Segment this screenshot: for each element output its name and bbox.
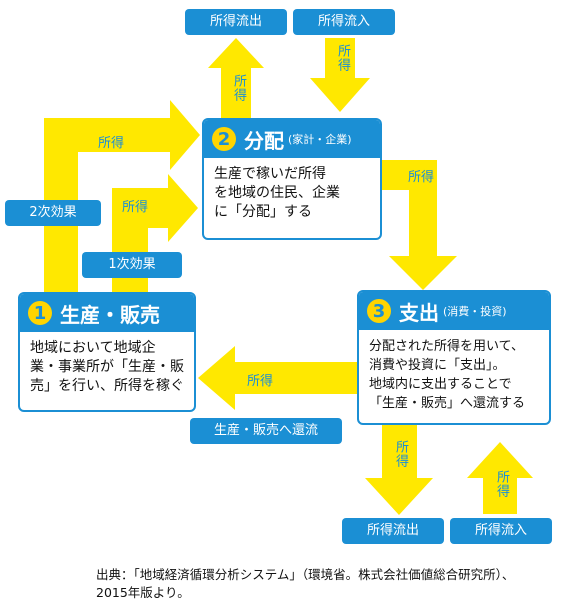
inflow-pill-bottom: 所得流入 [450,518,552,544]
income-label: 所得 [247,374,274,389]
expenditure-header: 3 支出 (消費・投資) [359,292,549,330]
distribution-header: 2 分配 (家計・企業) [204,120,380,158]
step-number-badge: 3 [367,299,391,323]
distribution-box: 2 分配 (家計・企業) 生産で稼いだ所得 を地域の住民、企業 に「分配」する [202,118,382,240]
production-box: 1 生産・販売 地域において地域企 業・事業所が「生産・販 売」を行い、所得を稼… [18,292,196,412]
distribution-description: 生産で稼いだ所得 を地域の住民、企業 に「分配」する [214,166,340,220]
step-number-badge: 2 [212,127,236,151]
return-arrow [198,346,357,410]
outflow-arrow-bottom [365,415,433,515]
income-label: 所得 [494,470,509,498]
inflow-arrow-bottom [467,442,533,514]
secondary-effect-arrow [44,100,200,292]
outflow-arrow-top [208,38,264,118]
inflow-arrow-top [310,38,370,112]
distribution-to-expenditure-arrow [382,160,457,290]
outflow-pill-bottom: 所得流出 [342,518,444,544]
expenditure-title: 支出 [399,300,439,325]
production-header: 1 生産・販売 [20,294,194,332]
return-to-production-pill: 生産・販売へ還流 [190,418,342,444]
distribution-subtitle: (家計・企業) [288,133,352,146]
income-label: 所得 [408,170,435,185]
income-label: 所得 [335,44,350,72]
income-label: 所得 [98,136,125,151]
step-number-badge: 1 [28,301,52,325]
expenditure-box: 3 支出 (消費・投資) 分配された所得を用いて、 消費や投資に「支出」。 地域… [357,290,551,425]
income-label: 所得 [122,200,149,215]
income-label: 所得 [393,440,408,468]
income-label: 所得 [231,74,246,102]
secondary-effect-pill: 2次効果 [5,200,101,226]
expenditure-subtitle: (消費・投資) [443,305,507,318]
expenditure-description: 分配された所得を用いて、 消費や投資に「支出」。 地域内に支出することで 「生産… [369,339,526,411]
production-title: 生産・販売 [60,302,160,327]
source-note: 出典：「地域経済循環分析システム」（環境省。株式会社価値総合研究所）、 2015… [96,567,515,600]
inflow-pill-top: 所得流入 [293,9,395,35]
primary-effect-pill: 1次効果 [82,252,182,278]
production-description: 地域において地域企 業・事業所が「生産・販 売」を行い、所得を稼ぐ [30,340,184,394]
outflow-pill-top: 所得流出 [185,9,287,35]
distribution-title: 分配 [244,128,284,153]
